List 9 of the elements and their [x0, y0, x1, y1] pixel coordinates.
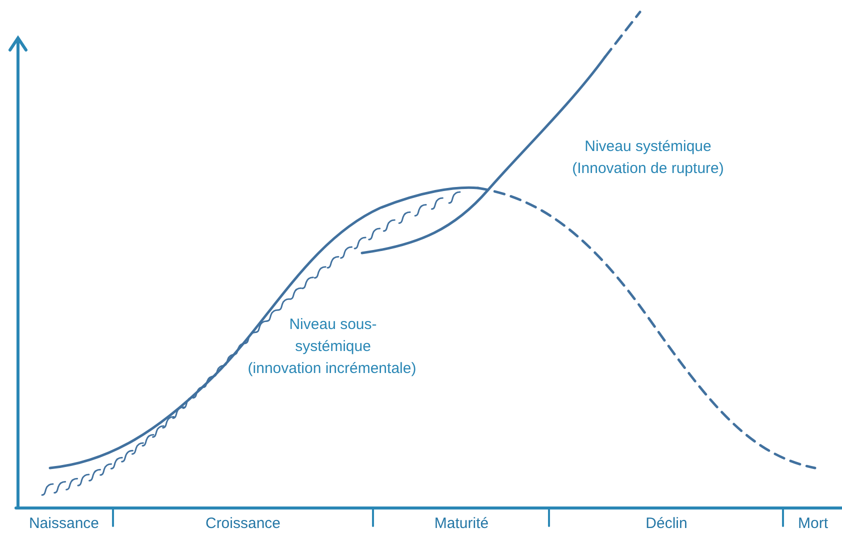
phase-label: Déclin	[644, 514, 688, 533]
annotation-text: (innovation incrémentale)	[246, 359, 418, 379]
phase-label: Croissance	[204, 514, 282, 533]
phase-label: Maturité	[433, 514, 490, 533]
phase-label: Naissance	[28, 514, 100, 533]
annotation-text: Niveau sous-systémique	[288, 315, 378, 357]
annotation-text: (Innovation de rupture)	[571, 159, 725, 179]
annotation-text: Niveau systémique	[584, 137, 712, 157]
phase-label: Mort	[797, 514, 829, 533]
